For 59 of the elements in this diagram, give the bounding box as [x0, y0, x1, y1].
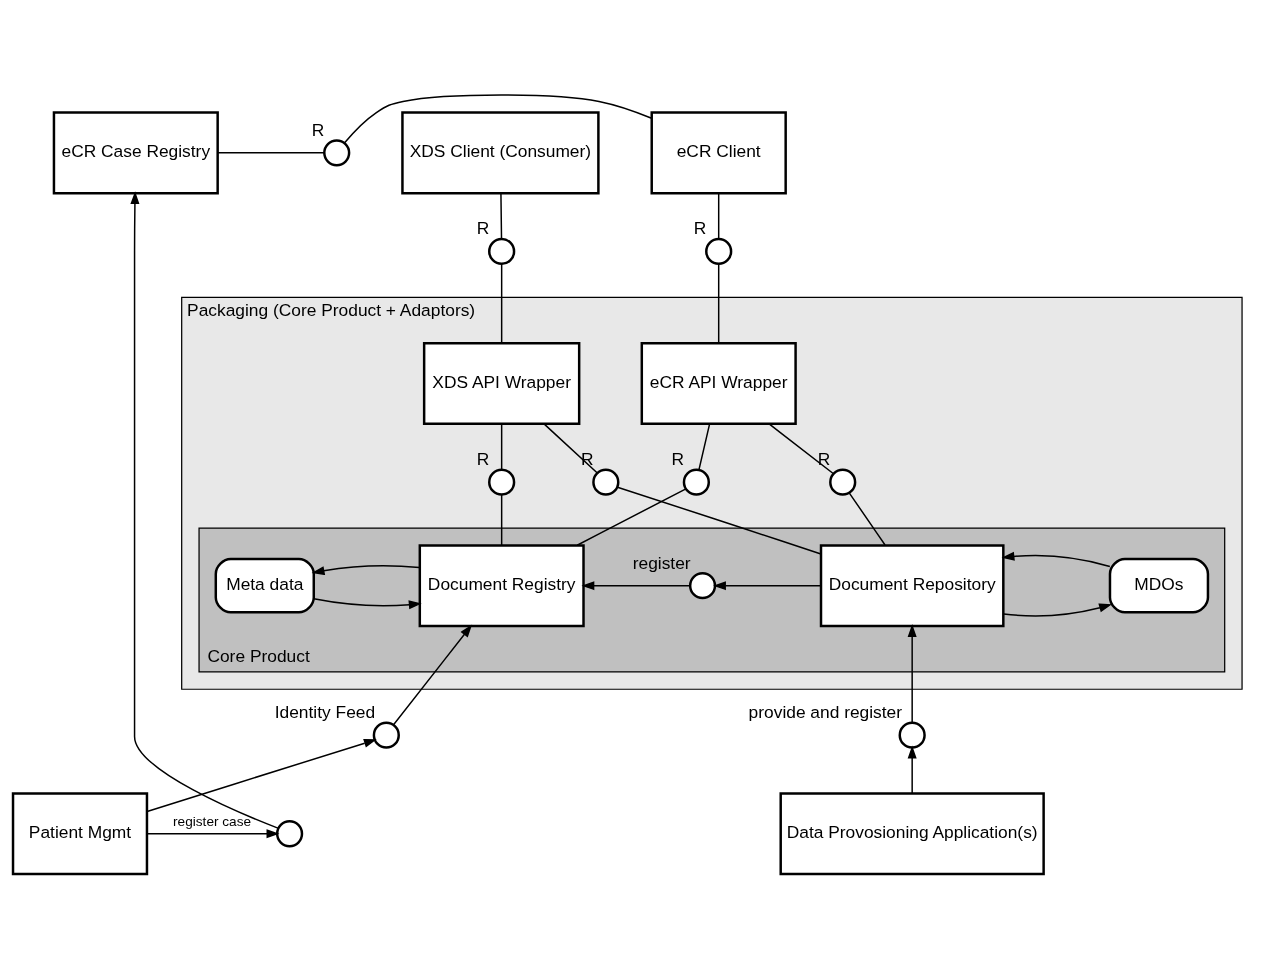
arrow	[130, 191, 279, 829]
connector	[343, 94, 653, 144]
node-label: Identity Feed	[274, 702, 376, 723]
connector	[848, 492, 886, 546]
connector	[500, 263, 503, 344]
node-box: XDS API Wrapper	[422, 342, 581, 426]
arrow	[146, 738, 377, 813]
arrow	[313, 598, 422, 610]
node-label: R	[671, 449, 685, 470]
node-label: R	[693, 218, 707, 239]
connector	[717, 263, 720, 344]
node-label: R	[476, 218, 490, 239]
connector	[500, 423, 503, 471]
node-box: XDS Client (Consumer)	[401, 111, 600, 195]
connector	[717, 192, 720, 240]
arrow	[393, 624, 473, 726]
node-box: eCR API Wrapper	[640, 342, 797, 426]
node-circle	[488, 468, 516, 496]
arrow	[1003, 603, 1113, 617]
node-circle	[705, 237, 733, 266]
connector	[768, 423, 835, 475]
connector	[698, 423, 711, 471]
node-box: Data Provosioning Application(s)	[779, 792, 1045, 876]
node-label: R	[311, 119, 325, 140]
node-circle	[372, 721, 400, 749]
connector	[576, 488, 687, 546]
arrow	[1001, 551, 1111, 568]
node-box: Meta data	[214, 557, 315, 614]
node-label: R	[817, 449, 831, 470]
node-circle	[688, 572, 717, 600]
node-box: MDOs	[1108, 557, 1210, 614]
node-box: Document Repository	[819, 544, 1005, 628]
connector	[543, 423, 599, 474]
arrow	[907, 624, 917, 724]
arrow	[581, 581, 691, 591]
connector	[500, 493, 503, 547]
connector	[616, 486, 822, 555]
arrow	[146, 829, 280, 839]
node-circle	[323, 139, 351, 167]
arrow	[311, 564, 421, 576]
node-label: register	[632, 552, 691, 573]
node-circle	[592, 468, 620, 496]
node-box: eCR Client	[650, 111, 787, 195]
node-circle	[682, 468, 710, 496]
arrow	[713, 581, 822, 591]
node-box: Document Registry	[418, 544, 585, 628]
edge-label: register case	[173, 814, 252, 830]
node-circle	[488, 237, 516, 266]
node-box: eCR Case Registry	[52, 111, 219, 195]
arrow	[907, 745, 917, 794]
node-circle	[898, 721, 926, 749]
node-box: Patient Mgmt	[11, 792, 149, 876]
node-circle	[275, 820, 304, 848]
node-label: provide and register	[748, 702, 903, 723]
connector	[500, 192, 503, 240]
node-label: R	[580, 449, 594, 470]
node-circle	[829, 468, 857, 496]
node-label: R	[476, 449, 490, 470]
connector	[217, 152, 325, 154]
